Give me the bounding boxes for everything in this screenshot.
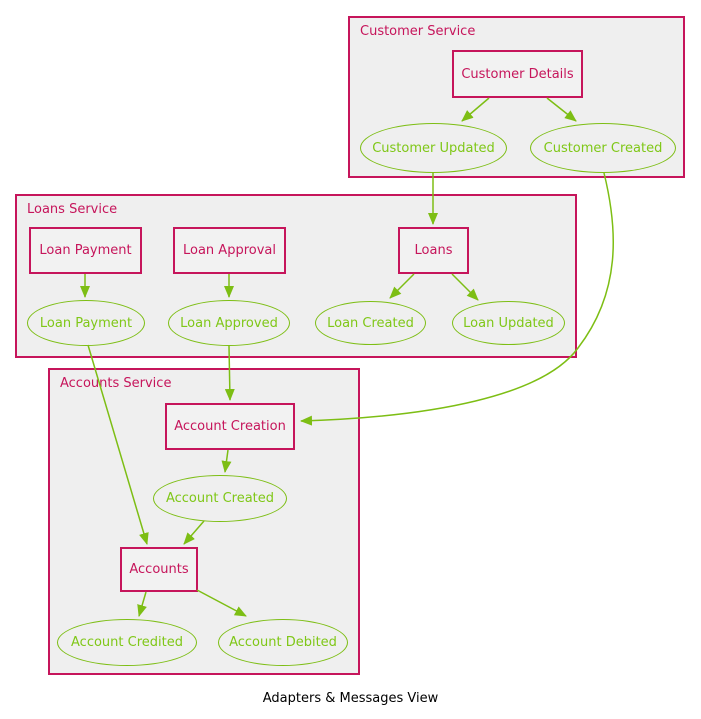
message-label: Loan Approved: [180, 315, 278, 331]
message-customer-created: Customer Created: [530, 123, 676, 173]
adapter-account-creation: Account Creation: [165, 403, 295, 450]
message-label: Customer Created: [543, 140, 663, 156]
message-account-debited: Account Debited: [218, 619, 348, 666]
adapter-loan-approval: Loan Approval: [173, 227, 286, 274]
adapter-label: Loan Approval: [183, 243, 276, 258]
message-label: Loan Created: [327, 315, 414, 331]
adapter-label: Account Creation: [174, 419, 286, 434]
adapter-loan-payment: Loan Payment: [29, 227, 142, 274]
service-title-customer: Customer Service: [360, 24, 476, 39]
adapter-label: Loans: [414, 243, 453, 258]
message-account-credited: Account Credited: [57, 619, 197, 666]
message-loan-payment: Loan Payment: [27, 300, 145, 346]
message-label: Account Created: [165, 491, 275, 506]
message-label: Loan Payment: [39, 315, 133, 331]
adapter-label: Customer Details: [461, 66, 574, 82]
message-account-created: Account Created: [153, 475, 287, 522]
adapter-accounts: Accounts: [120, 547, 198, 592]
message-loan-updated: Loan Updated: [452, 301, 565, 345]
message-label: Loan Updated: [463, 315, 554, 331]
message-loan-approved: Loan Approved: [168, 300, 290, 346]
adapter-customer-details: Customer Details: [452, 50, 583, 98]
message-customer-updated: Customer Updated: [360, 123, 507, 173]
message-loan-created: Loan Created: [315, 301, 426, 345]
diagram-caption: Adapters & Messages View: [262, 691, 439, 706]
adapter-label: Loan Payment: [39, 243, 132, 258]
message-label: Account Debited: [229, 635, 337, 650]
message-label: Customer Updated: [372, 140, 495, 156]
adapter-loans: Loans: [398, 227, 469, 274]
message-label: Account Credited: [71, 635, 183, 650]
adapter-label: Accounts: [129, 562, 189, 577]
service-title-accounts: Accounts Service: [60, 376, 172, 391]
service-title-loans: Loans Service: [27, 202, 118, 217]
